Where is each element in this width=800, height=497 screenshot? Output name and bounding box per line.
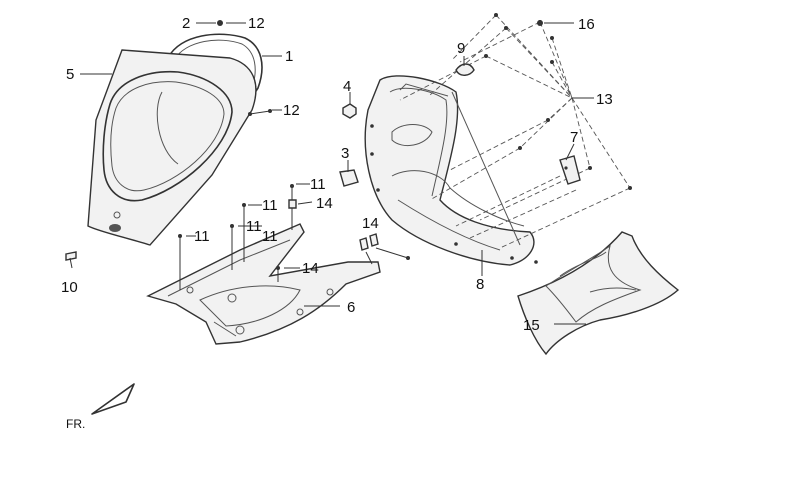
callout-6: 6 bbox=[347, 299, 355, 316]
callout-12b: 12 bbox=[283, 102, 300, 119]
front-direction-arrow bbox=[91, 383, 135, 415]
callout-11c: 11 bbox=[262, 197, 278, 214]
part-6-floor-panel bbox=[146, 223, 381, 345]
callout-15: 15 bbox=[523, 317, 540, 334]
callout-1: 1 bbox=[285, 48, 293, 65]
part-7-bracket bbox=[559, 155, 581, 185]
part-8-leg-shield bbox=[364, 75, 538, 266]
part-3-grommet bbox=[339, 169, 359, 187]
callout-3: 3 bbox=[341, 145, 349, 162]
callout-11e: 11 bbox=[262, 228, 278, 245]
callout-11a: 11 bbox=[194, 228, 210, 245]
callout-9: 9 bbox=[457, 40, 465, 57]
part-1-headlight-ring bbox=[167, 20, 263, 101]
callout-2: 2 bbox=[182, 15, 190, 32]
callout-4: 4 bbox=[343, 78, 351, 95]
leader-lines bbox=[80, 22, 594, 325]
callout-11b: 11 bbox=[246, 218, 262, 235]
callout-14a: 14 bbox=[316, 195, 333, 212]
part-9-clip bbox=[455, 63, 475, 76]
callout-16: 16 bbox=[578, 16, 595, 33]
fasteners bbox=[65, 20, 543, 290]
direction-label: FR. bbox=[66, 417, 85, 431]
callout-8: 8 bbox=[476, 276, 484, 293]
callout-12a: 12 bbox=[248, 15, 265, 32]
callout-7: 7 bbox=[570, 129, 578, 146]
callout-10: 10 bbox=[61, 279, 78, 296]
callout-11d: 11 bbox=[310, 176, 326, 193]
part-15-floor-mat bbox=[517, 231, 680, 356]
callout-14b: 14 bbox=[362, 215, 379, 232]
part-5-front-shield bbox=[87, 49, 257, 246]
callout-13: 13 bbox=[596, 91, 613, 108]
callout-14c: 14 bbox=[302, 260, 319, 277]
callout-labels: 1 2 3 4 5 6 7 8 9 10 11 11 11 11 11 12 1… bbox=[61, 15, 613, 431]
callout-5: 5 bbox=[66, 66, 74, 83]
part-4-nut bbox=[342, 103, 357, 119]
